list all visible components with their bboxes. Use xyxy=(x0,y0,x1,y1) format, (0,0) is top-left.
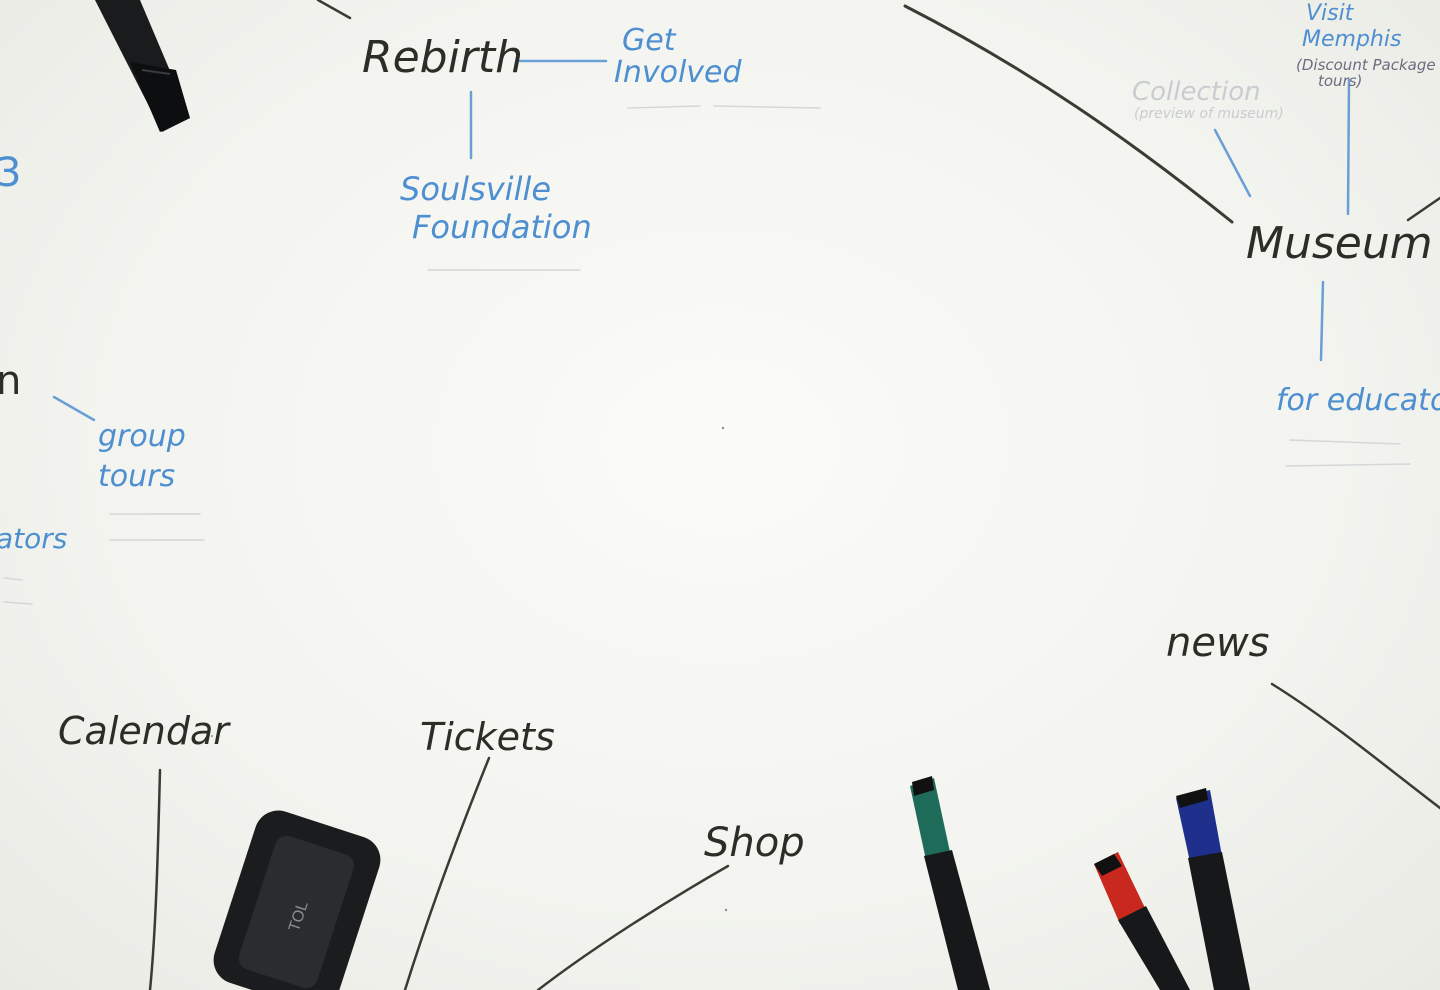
node-rebirth: Rebirth xyxy=(362,32,523,83)
node-visit: Visit xyxy=(1306,1,1355,26)
node-partial-3: 3 xyxy=(0,150,21,196)
line-tickets xyxy=(403,756,491,990)
node-shop: Shop xyxy=(704,820,805,866)
node-collection: Collection xyxy=(1132,77,1261,107)
line-shop xyxy=(536,864,730,990)
line-museum-right xyxy=(1406,196,1440,222)
board-specks xyxy=(211,426,728,912)
node-tours: tours xyxy=(98,459,175,494)
node-partial-educators: ators xyxy=(0,522,67,555)
note-discount-tours: tours) xyxy=(1318,72,1362,90)
marker-green xyxy=(910,776,990,990)
eraser: TOL xyxy=(213,810,381,990)
node-get: Get xyxy=(622,23,677,58)
node-news: news xyxy=(1166,620,1270,666)
line-to-museum xyxy=(903,4,1234,224)
faint-erased-marks xyxy=(3,105,1411,605)
node-group: group xyxy=(98,419,186,454)
line-news xyxy=(1270,682,1440,810)
line-museum-visit xyxy=(1346,78,1351,216)
node-museum: Museum xyxy=(1246,218,1433,269)
marker-top-left xyxy=(95,0,190,132)
marker-blue xyxy=(1176,788,1250,990)
node-involved: Involved xyxy=(614,55,743,90)
line-museum-collection xyxy=(1213,128,1252,198)
line-calendar xyxy=(148,768,162,990)
node-tickets: Tickets xyxy=(420,715,555,759)
line-top-left xyxy=(316,0,352,20)
line-museum-educators xyxy=(1319,280,1325,362)
note-discount: (Discount Package xyxy=(1296,56,1436,74)
marker-red xyxy=(1094,852,1190,990)
line-group-tours xyxy=(52,395,96,422)
note-collection: (preview of museum) xyxy=(1134,106,1284,122)
node-calendar: Calendar xyxy=(58,709,231,753)
node-memphis: Memphis xyxy=(1302,27,1401,52)
node-partial-n: n xyxy=(0,358,21,404)
connector-lines xyxy=(52,0,1440,990)
node-foundation: Foundation xyxy=(412,208,592,246)
node-soulsville: Soulsville xyxy=(400,170,551,208)
node-for-educators: for educators xyxy=(1276,383,1440,418)
